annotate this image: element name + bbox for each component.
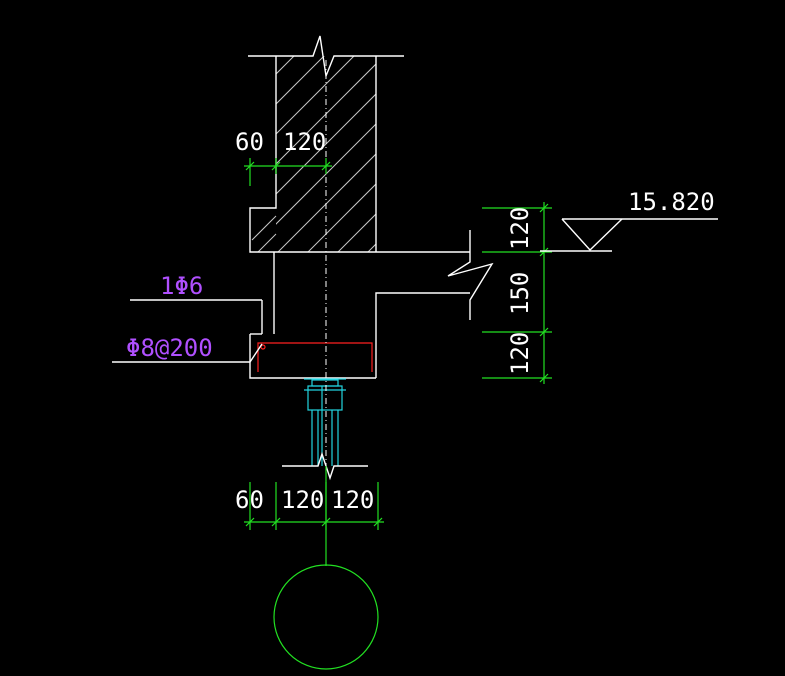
elevation-label: 15.820 [628, 188, 715, 216]
elevation-mark: 15.820 [540, 188, 718, 252]
steel-column [282, 378, 368, 481]
rebar-annotations: 1Φ6 Φ8@200 [112, 272, 263, 363]
top-dimension: 60 120 [235, 128, 332, 186]
beam-section [249, 230, 494, 379]
rebar-stirrup [257, 342, 373, 372]
dim-bottom-60: 60 [235, 486, 264, 514]
rebar-top-label: 1Φ6 [160, 272, 203, 300]
right-dimension: 120 150 120 [482, 202, 552, 384]
dim-right-150: 150 [506, 272, 534, 315]
dim-right-120-bottom: 120 [506, 332, 534, 375]
dim-bottom-120-right: 120 [331, 486, 374, 514]
axis-bubble [273, 564, 379, 670]
dim-right-120-top: 120 [506, 207, 534, 250]
wall-step-hatch [251, 215, 277, 253]
dim-bottom-120-left: 120 [281, 486, 324, 514]
wall-hatch [276, 56, 376, 252]
rebar-stirrup-label: Φ8@200 [126, 334, 213, 362]
bottom-dimension: 60 120 120 [235, 482, 384, 530]
dim-top-120: 120 [283, 128, 326, 156]
rebar-dot [260, 344, 266, 350]
dim-top-60: 60 [235, 128, 264, 156]
wall-section [248, 35, 404, 253]
